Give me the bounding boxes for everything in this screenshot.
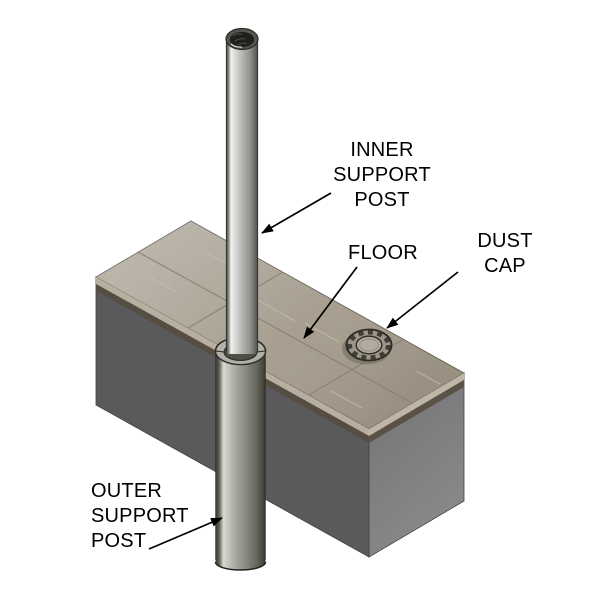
label-line: OUTER [91,480,162,502]
arrow-inner-support-post [261,192,332,234]
label-line: SUPPORT [91,505,189,527]
label-line: POST [91,530,147,552]
leader-arrows [148,192,459,550]
label-line: SUPPORT [333,164,431,186]
label-line: INNER [350,139,414,161]
label-dust-cap: DUST CAP [430,229,580,279]
label-floor: FLOOR [308,241,458,266]
arrow-floor [303,266,358,339]
label-inner-support-post: INNER SUPPORT POST [307,138,457,213]
floor-block-graphic [95,220,465,558]
arrow-outer-support-post [148,517,223,550]
inner-support-post-graphic [214,27,267,366]
label-line: POST [354,189,410,211]
outer-support-post-graphic [214,351,267,571]
arrow-dust-cap [386,271,459,329]
label-line: FLOOR [348,242,418,264]
label-line: CAP [484,255,526,277]
label-outer-support-post: OUTER SUPPORT POST [91,479,189,554]
inner-post-open-top [225,27,259,51]
dust-cap-graphic [342,328,393,365]
collar-front-rim [214,350,267,366]
label-line: DUST [477,230,533,252]
dust-cap-tabs [347,329,391,361]
